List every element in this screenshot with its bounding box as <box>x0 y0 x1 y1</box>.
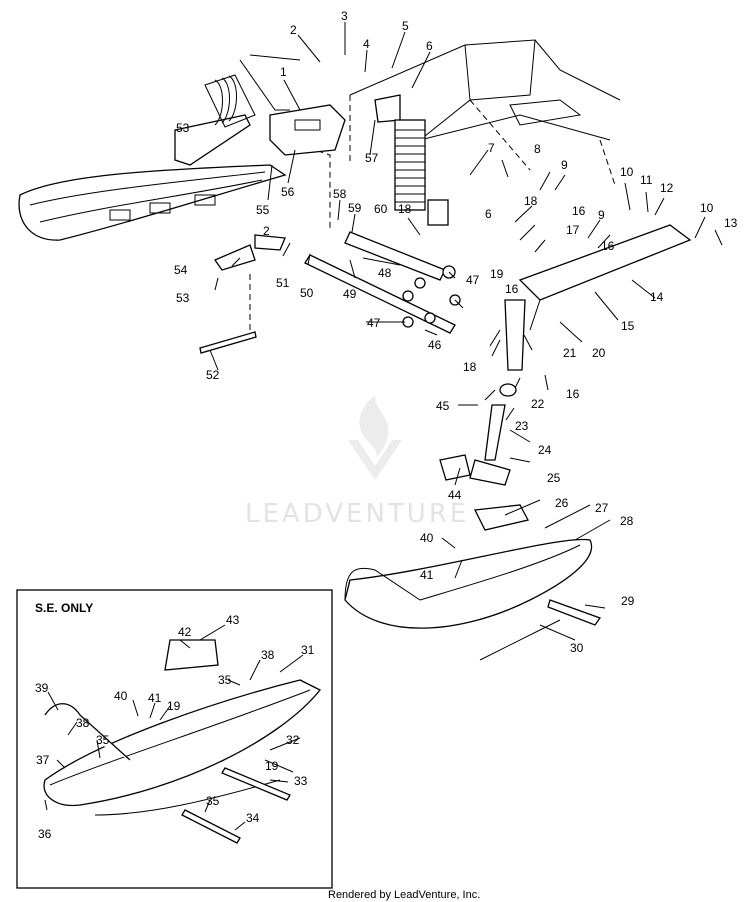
callout-35c: 35 <box>206 794 220 808</box>
callout-32: 32 <box>286 733 300 747</box>
callout-38b: 38 <box>76 716 90 730</box>
callout-16c: 16 <box>505 282 519 296</box>
callout-19c: 19 <box>265 759 279 773</box>
callout-43: 43 <box>226 613 240 627</box>
callout-28: 28 <box>620 514 634 528</box>
callout-20: 20 <box>592 346 606 360</box>
callout-41b: 41 <box>148 691 162 705</box>
callout-59: 59 <box>348 201 362 215</box>
callout-36: 36 <box>38 827 52 841</box>
callout-18a: 18 <box>398 202 412 216</box>
callout-55: 55 <box>256 203 270 217</box>
callout-53b: 53 <box>176 121 190 135</box>
callout-60: 60 <box>374 202 388 216</box>
callout-39: 39 <box>35 681 49 695</box>
radius-rod <box>518 224 692 331</box>
watermark-text: LEADVENTURE <box>245 499 469 529</box>
callout-50: 50 <box>300 286 314 300</box>
spindle <box>439 299 526 486</box>
callout-19b: 19 <box>167 699 181 713</box>
callout-11: 11 <box>640 173 653 187</box>
callout-21: 21 <box>563 346 577 360</box>
callout-40a: 40 <box>420 531 434 545</box>
callout-53: 53 <box>176 291 190 305</box>
callout-33: 33 <box>294 774 308 788</box>
callout-12: 12 <box>660 181 674 195</box>
callout-16b: 16 <box>601 239 615 253</box>
callout-34: 34 <box>246 811 260 825</box>
callout-9a: 9 <box>561 158 568 172</box>
tie-rods <box>304 231 461 334</box>
callout-35b: 35 <box>96 733 110 747</box>
callout-27: 27 <box>595 501 609 515</box>
callout-44: 44 <box>448 488 462 502</box>
callout-labels: 2 3 4 5 6 1 57 56 55 58 59 60 18 6 7 8 9… <box>35 9 738 841</box>
callout-16d: 16 <box>566 387 580 401</box>
callout-57: 57 <box>365 151 379 165</box>
watermark: LEADVENTURE <box>245 395 469 529</box>
callout-9b: 9 <box>598 208 605 222</box>
callout-45: 45 <box>436 399 450 413</box>
callout-10b: 10 <box>700 201 714 215</box>
leader-lines <box>44 22 723 831</box>
callout-35a: 35 <box>218 673 232 687</box>
assembled-ski-view <box>18 54 301 241</box>
callout-47a: 47 <box>466 273 480 287</box>
callout-58: 58 <box>333 187 347 201</box>
callout-6: 6 <box>426 39 433 53</box>
callout-10a: 10 <box>620 165 634 179</box>
callout-26: 26 <box>555 496 569 510</box>
callout-18b: 18 <box>524 194 538 208</box>
callout-14: 14 <box>650 290 664 304</box>
callout-2: 2 <box>290 23 297 37</box>
callout-48: 48 <box>378 266 392 280</box>
callout-54: 54 <box>174 263 188 277</box>
footer-credit: Rendered by LeadVenture, Inc. <box>328 889 480 901</box>
callout-2b: 2 <box>263 224 270 238</box>
callout-46: 46 <box>428 338 442 352</box>
mount-bracket <box>269 104 346 156</box>
callout-4: 4 <box>363 37 370 51</box>
callout-22: 22 <box>531 397 545 411</box>
callout-7: 7 <box>488 141 495 155</box>
callout-41a: 41 <box>420 568 434 582</box>
callout-47b: 47 <box>367 316 381 330</box>
callout-1: 1 <box>280 65 287 79</box>
callout-29: 29 <box>621 594 635 608</box>
callout-51: 51 <box>276 276 290 290</box>
callout-38a: 38 <box>261 648 275 662</box>
callout-49: 49 <box>343 287 357 301</box>
callout-8: 8 <box>534 142 541 156</box>
se-only-inset: S.E. ONLY <box>16 589 333 889</box>
callout-16a: 16 <box>572 204 586 218</box>
callout-5: 5 <box>402 19 409 33</box>
callout-56: 56 <box>281 185 295 199</box>
callout-19: 19 <box>490 267 504 281</box>
callout-52: 52 <box>206 368 220 382</box>
callout-6b: 6 <box>485 207 492 221</box>
callout-25: 25 <box>547 471 561 485</box>
callout-23: 23 <box>515 419 529 433</box>
callout-18c: 18 <box>463 360 477 374</box>
callout-17: 17 <box>566 223 580 237</box>
callout-24: 24 <box>538 443 552 457</box>
callout-30: 30 <box>570 641 584 655</box>
callout-40b: 40 <box>114 689 128 703</box>
callout-37: 37 <box>36 753 50 767</box>
bolt-parts <box>199 234 286 354</box>
callout-42: 42 <box>178 625 192 639</box>
callout-13: 13 <box>724 216 738 230</box>
watermark-flame-icon <box>359 395 389 457</box>
callout-31: 31 <box>301 643 315 657</box>
callout-3: 3 <box>341 9 348 23</box>
callout-15: 15 <box>621 319 635 333</box>
shock-absorber <box>374 94 449 226</box>
watermark-v-icon <box>348 440 402 480</box>
inset-title: S.E. ONLY <box>35 601 93 615</box>
ski <box>344 504 602 661</box>
